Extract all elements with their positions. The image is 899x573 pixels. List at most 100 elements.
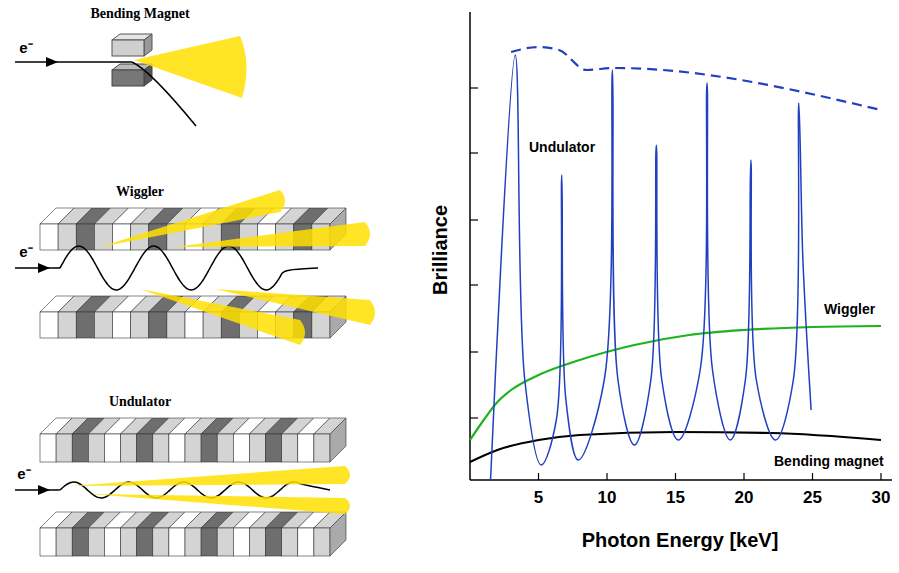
- electron-label: e⁻: [15, 466, 32, 483]
- magnet-segment: [40, 528, 56, 556]
- radiation-fan: [70, 466, 350, 486]
- magnet-segment: [233, 434, 249, 462]
- axis-title: Brilliance: [429, 203, 451, 297]
- undulator-curve: [491, 55, 812, 480]
- tick-label: 20: [733, 489, 756, 508]
- magnet-segment: [58, 312, 76, 338]
- magnet-segment: [233, 528, 249, 556]
- magnet-segment: [249, 434, 265, 462]
- radiation-fan: [215, 289, 375, 325]
- magnet-segment: [153, 528, 169, 556]
- illustration-title: Undulator: [107, 394, 173, 409]
- electron-label: e⁻: [17, 244, 34, 261]
- illustration-title: Wiggler: [114, 184, 166, 199]
- magnet-segment: [201, 528, 217, 556]
- magnet-end: [330, 512, 346, 556]
- brilliance-chart: [470, 12, 892, 480]
- tick: [675, 473, 676, 480]
- radiation-fan: [90, 494, 350, 514]
- magnet-segment: [217, 434, 233, 462]
- tick: [470, 351, 478, 352]
- magnet-segment: [314, 528, 330, 556]
- curve-label: Undulator: [527, 140, 597, 155]
- x-axis: [470, 479, 892, 481]
- magnet-segment: [266, 528, 282, 556]
- curve-label: Wiggler: [822, 302, 877, 317]
- axis-title: Photon Energy [keV]: [580, 529, 781, 551]
- magnet-segment: [314, 434, 330, 462]
- bending-magnet: [15, 34, 247, 126]
- magnet-segment: [56, 434, 72, 462]
- arrowhead: [46, 57, 58, 67]
- magnet-segment: [131, 312, 149, 338]
- magnet-segment: [113, 312, 131, 338]
- magnet-segment: [104, 528, 120, 556]
- magnet-segment: [121, 528, 137, 556]
- magnet-segment: [185, 312, 203, 338]
- tick: [880, 473, 881, 480]
- tick: [538, 473, 539, 480]
- magnet-segment: [298, 528, 314, 556]
- radiation-fan: [175, 222, 370, 247]
- undulator-envelope: [511, 47, 881, 110]
- tick: [812, 473, 813, 480]
- magnet-segment: [201, 434, 217, 462]
- undulator: [15, 418, 350, 556]
- electron-path: [15, 246, 318, 290]
- magnet-segment: [169, 528, 185, 556]
- magnet-segment: [88, 528, 104, 556]
- electron-label: e⁻: [17, 40, 34, 57]
- magnet-segment: [58, 224, 76, 250]
- tick: [470, 219, 478, 220]
- magnet-segment: [40, 434, 56, 462]
- magnet-segment: [104, 434, 120, 462]
- magnet-segment: [72, 434, 88, 462]
- magnet-segment: [312, 312, 330, 338]
- tick-label: 5: [532, 489, 545, 508]
- magnet-segment: [153, 434, 169, 462]
- tick-label: 15: [664, 489, 687, 508]
- magnet-segment: [282, 528, 298, 556]
- magnet-segment: [217, 528, 233, 556]
- magnet-end: [330, 418, 346, 462]
- magnet-segment: [40, 224, 58, 250]
- magnet-pole: [112, 70, 144, 86]
- magnet-segment: [167, 312, 185, 338]
- tick: [606, 473, 607, 480]
- y-axis: [469, 12, 471, 480]
- curve-label: Bending magnet: [772, 454, 886, 469]
- magnet-segment: [149, 312, 167, 338]
- wiggler-curve: [470, 326, 881, 440]
- magnet-segment: [185, 528, 201, 556]
- magnet-pole: [112, 40, 144, 56]
- magnet-segment: [94, 312, 112, 338]
- magnet-segment: [76, 312, 94, 338]
- arrowhead: [38, 263, 50, 273]
- magnet-segment: [249, 528, 265, 556]
- illustration-title: Bending Magnet: [88, 6, 191, 21]
- electron-path: [15, 61, 132, 63]
- magnet-segment: [72, 528, 88, 556]
- magnet-segment: [169, 434, 185, 462]
- magnet-segment: [88, 434, 104, 462]
- tick-label: 25: [801, 489, 824, 508]
- magnet-segment: [298, 434, 314, 462]
- tick-label: 30: [870, 489, 893, 508]
- tick-label: 10: [596, 489, 619, 508]
- magnet-segment: [266, 434, 282, 462]
- magnet-segment: [282, 434, 298, 462]
- magnet-segment: [137, 528, 153, 556]
- magnet-segment: [40, 312, 58, 338]
- magnet-segment: [185, 434, 201, 462]
- tick: [470, 417, 478, 418]
- tick: [470, 152, 478, 153]
- magnet-segment: [137, 434, 153, 462]
- radiation-fan: [134, 36, 247, 98]
- arrowhead: [38, 485, 50, 495]
- tick: [743, 473, 744, 480]
- magnet-segment: [56, 528, 72, 556]
- tick: [470, 87, 478, 88]
- tick: [470, 284, 478, 285]
- magnet-side: [144, 34, 152, 56]
